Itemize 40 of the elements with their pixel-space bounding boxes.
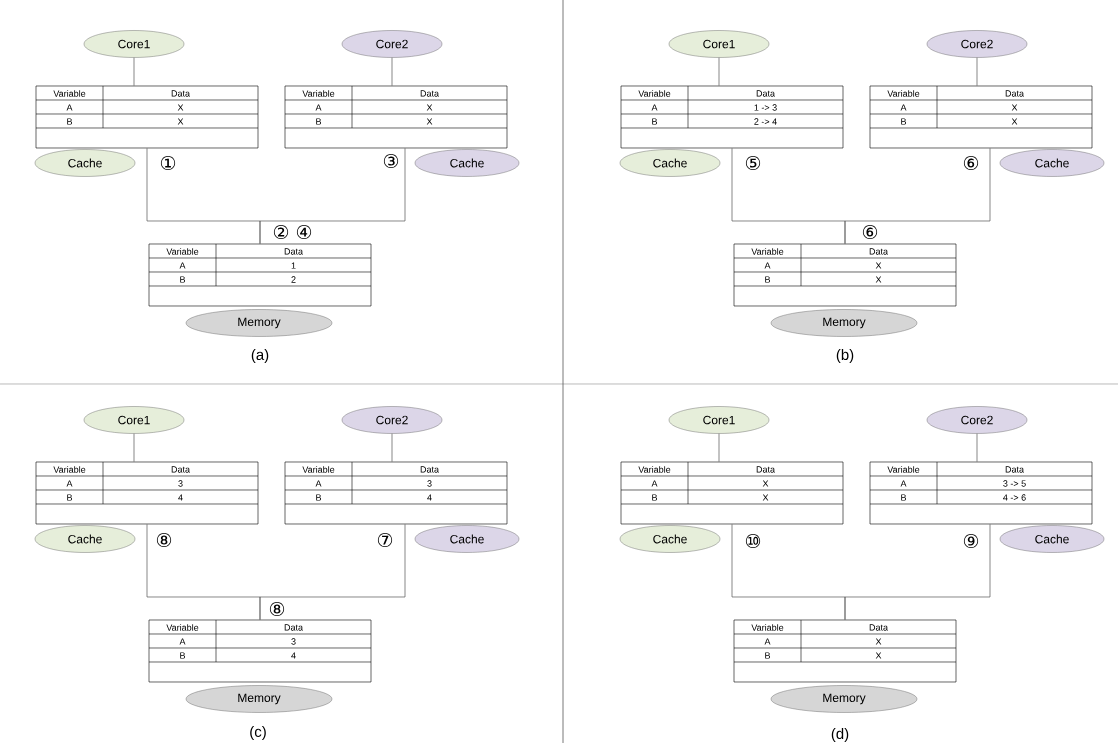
step-number: ② [273, 224, 289, 240]
panel-caption: (a) [251, 349, 269, 363]
cache-table: Variable Data A 3 B 4 [284, 461, 508, 525]
memory-table: Variable Data A 3 B 4 [148, 619, 372, 683]
connector-line [391, 57, 393, 87]
connector-line [718, 57, 720, 87]
panel-caption: (d) [831, 728, 849, 742]
step-number: ⑩ [745, 533, 761, 549]
connector-line [718, 433, 720, 463]
memory-table: Variable Data A 1 B 2 [148, 243, 372, 307]
step-number: ⑤ [745, 155, 761, 171]
cache-table: Variable Data A X B X [620, 461, 844, 525]
memory-table: Variable Data A X B X [733, 619, 957, 683]
bus-line [259, 523, 406, 621]
step-number: ③ [383, 153, 399, 169]
connector-line [976, 57, 978, 87]
step-number: ④ [296, 224, 312, 240]
cache-table: Variable Data A X B X [35, 85, 259, 149]
memory-table: Variable Data A X B X [733, 243, 957, 307]
cache-table: Variable Data A 3 -> 5 B 4 -> 6 [869, 461, 1093, 525]
panel-caption: (c) [250, 726, 266, 740]
step-number: ⑥ [963, 155, 979, 171]
step-number: ⑨ [963, 533, 979, 549]
step-number: ① [160, 155, 176, 171]
connector-line [391, 433, 393, 463]
connector-line [976, 433, 978, 463]
cache-table: Variable Data A 3 B 4 [35, 461, 259, 525]
connector-line [133, 57, 135, 87]
connector-line [133, 433, 135, 463]
cache-table: Variable Data A X B X [284, 85, 508, 149]
cache-table: Variable Data A 1 -> 3 B 2 -> 4 [620, 85, 844, 149]
step-number: ⑧ [156, 532, 172, 548]
step-number: ⑧ [269, 601, 285, 617]
panel-caption: (b) [836, 349, 854, 363]
cache-table: Variable Data A X B X [869, 85, 1093, 149]
bus-line [259, 147, 406, 245]
bus-line [844, 147, 991, 245]
step-number: ⑥ [862, 224, 878, 240]
bus-line [844, 523, 991, 621]
step-number: ⑦ [377, 532, 393, 548]
